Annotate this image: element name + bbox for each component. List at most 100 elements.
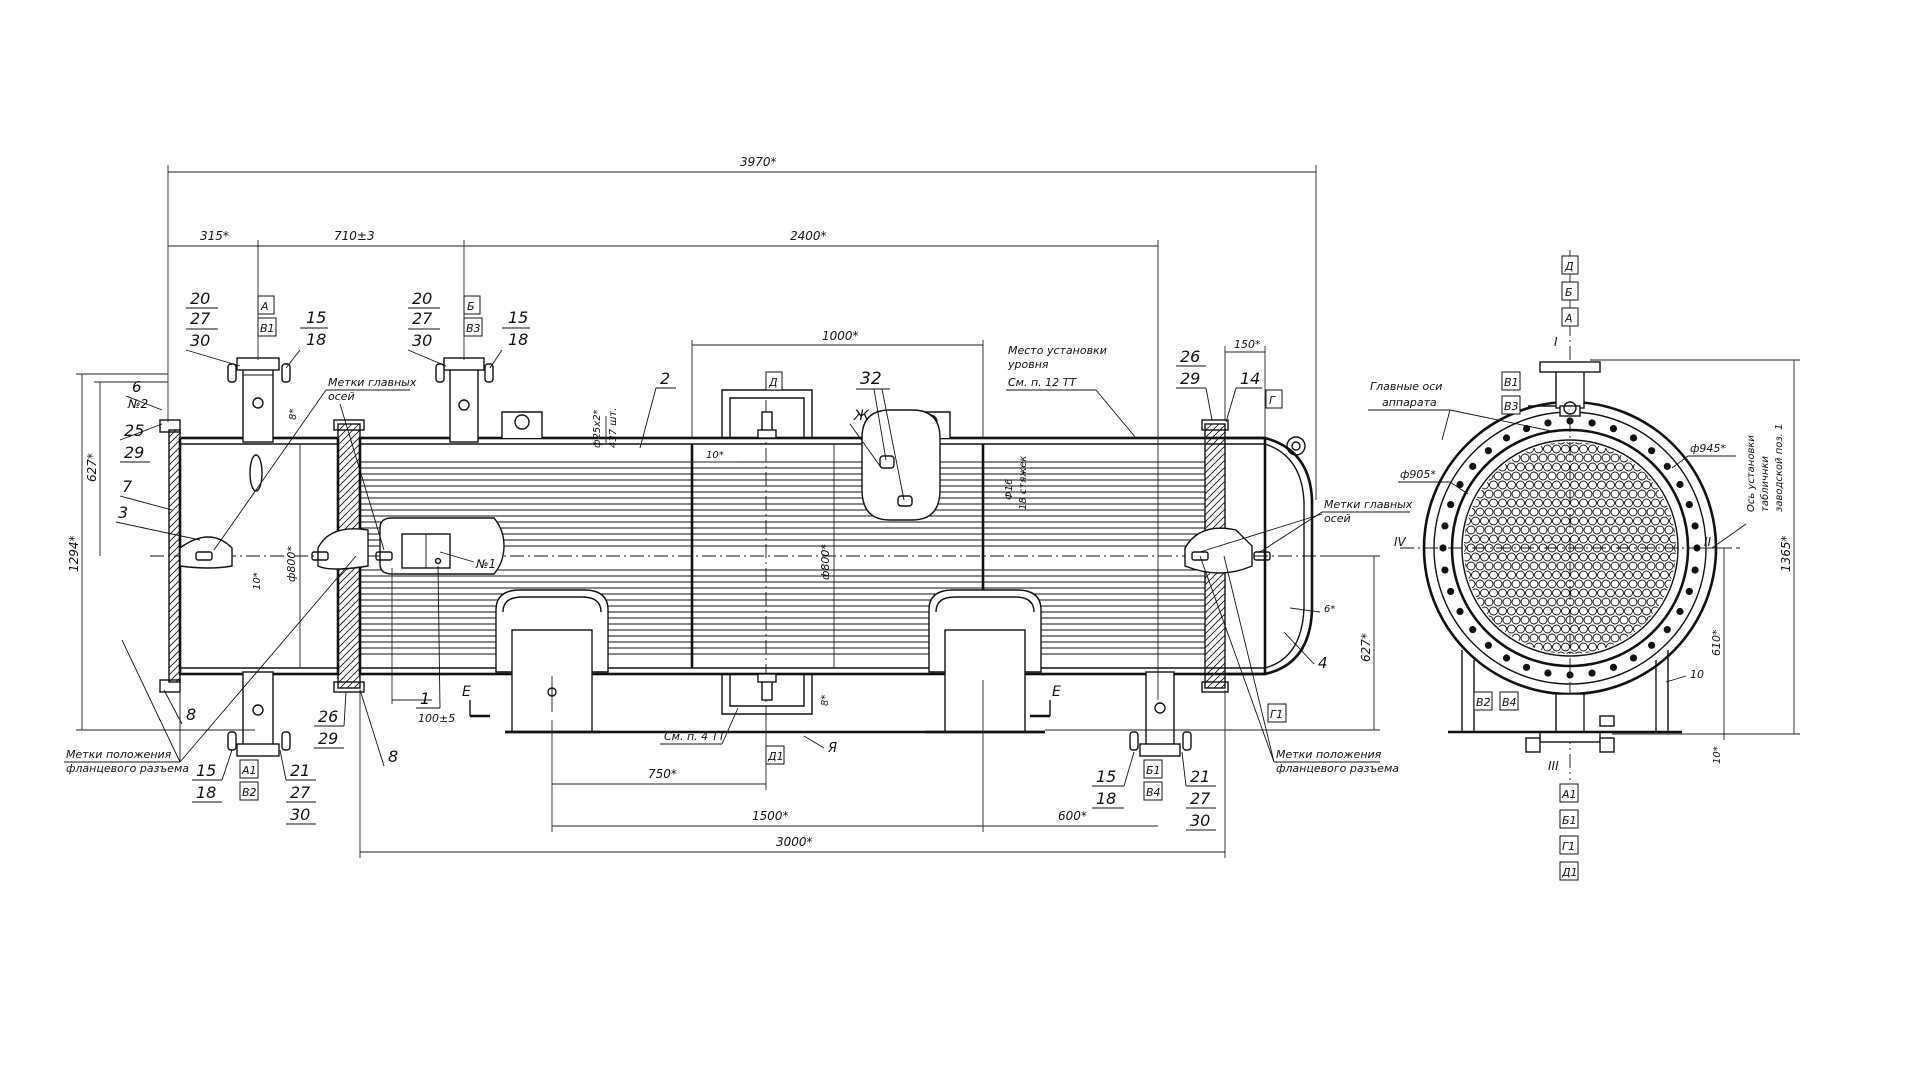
nozzle-A1	[227, 671, 291, 757]
callout-15b: 15	[508, 308, 528, 327]
callout-2: 2	[660, 369, 670, 388]
dim-10-mid: 10*	[706, 450, 724, 461]
axis-II: II	[1704, 535, 1712, 549]
callout-18c: 18	[196, 783, 216, 802]
dim-8-bottom: 8*	[820, 695, 831, 706]
dim-2400: 2400*	[790, 229, 827, 243]
dim-800-left: ф800*	[285, 546, 298, 582]
callout-26b: 26	[1180, 347, 1200, 366]
dim-315: 315*	[200, 229, 229, 243]
box-V2: В2	[242, 786, 257, 799]
note-level-2: уровня	[1007, 358, 1049, 371]
axis-I: I	[1554, 335, 1558, 349]
callout-27d: 27	[1190, 789, 1211, 808]
box-G1: Г1	[1270, 708, 1283, 721]
note-flange-left-2: фланцевого разъема	[66, 762, 189, 775]
callout-27a: 27	[190, 309, 211, 328]
axis-IV: IV	[1394, 535, 1407, 549]
callout-18d: 18	[1096, 789, 1116, 808]
callout-1: 1	[420, 689, 430, 708]
box-V3: В3	[466, 322, 481, 335]
section-e-right: Е	[1052, 684, 1061, 700]
dim-8-top: 8*	[288, 409, 299, 420]
dim-3000: 3000*	[776, 835, 813, 849]
end-box-V1: В1	[1504, 376, 1519, 389]
end-box-V2: В2	[1476, 696, 1491, 709]
note-flange-right-1: Метки положения	[1276, 748, 1382, 761]
callout-20a: 20	[190, 289, 210, 308]
dim-1294: 1294*	[67, 535, 81, 572]
dim-945: ф945*	[1690, 442, 1726, 455]
dim-800-mid: ф800*	[819, 544, 832, 580]
dim-10-end2: 10*	[1712, 746, 1723, 764]
dim-150: 150*	[1234, 338, 1261, 351]
note-see-p4: См. п. 4 ТТ	[664, 730, 726, 743]
callout-29b: 29	[318, 729, 338, 748]
callout-ya: Я	[827, 741, 837, 756]
note-marks-axes-left-2: осей	[328, 390, 355, 403]
left-flange	[159, 419, 181, 433]
end-box-V3: В3	[1504, 400, 1519, 413]
callout-29c: 29	[1180, 369, 1200, 388]
box-D1: Д1	[767, 750, 784, 763]
end-view: 1365* 610* 10* ф905* ф945* 10 I II III I…	[1368, 250, 1800, 881]
nozzle-D1	[721, 673, 813, 715]
note-flange-left-1: Метки положения	[66, 748, 172, 761]
saddle-right	[925, 589, 1045, 734]
callout-21b: 21	[1190, 767, 1210, 786]
callout-3: 3	[118, 503, 128, 522]
callout-30a: 30	[190, 331, 210, 350]
end-box-A: А	[1564, 312, 1573, 325]
nozzle-B	[435, 357, 494, 443]
bolt-holes	[1439, 417, 1701, 679]
callout-6: 6	[132, 378, 142, 396]
dim-710: 710±3	[334, 229, 375, 243]
dim-ties-count: 18 стяжек	[1018, 456, 1029, 510]
dim-6-right: 6*	[1324, 604, 1335, 615]
axis-III: III	[1548, 759, 1559, 773]
callout-no1: №1	[475, 557, 496, 571]
end-box-V4: В4	[1502, 696, 1517, 709]
side-view	[150, 357, 1330, 757]
end-box-D1: Д1	[1561, 866, 1578, 879]
nozzle-B1	[1129, 671, 1192, 757]
dim-1500: 1500*	[752, 809, 789, 823]
end-box-B: Б	[1565, 286, 1573, 299]
note-level-1: Место установки	[1008, 344, 1107, 357]
dim-437: 437 шт.	[608, 408, 619, 448]
callout-15a: 15	[306, 308, 326, 327]
nozzle-A	[236, 357, 280, 443]
note-main-axes-2: аппарата	[1382, 396, 1437, 409]
nozzle-letters-side: А В1 Б В3 Д Г А1 В2 Д1 Б1 В4 Г1	[239, 295, 1287, 801]
box-A1: А1	[241, 764, 257, 777]
callout-no2: №2	[127, 397, 148, 411]
note-marks-axes-right-2: осей	[1324, 512, 1351, 525]
callout-26a: 26	[318, 707, 338, 726]
dim-3970: 3970*	[740, 155, 777, 169]
dim-10-end: 10	[1690, 668, 1704, 681]
nozzle-D	[721, 389, 813, 439]
callouts-side: 20 27 30 15 18 20 27 30 15 18 6 №2 25 29…	[115, 289, 1328, 831]
callout-18b: 18	[508, 330, 528, 349]
note-plate-axis-3: заводской поз. 1	[1774, 424, 1785, 512]
end-box-A1: А1	[1561, 788, 1577, 801]
callout-27b: 27	[412, 309, 433, 328]
box-G: Г	[1269, 394, 1276, 407]
box-A: А	[260, 300, 269, 313]
dim-627-right: 627*	[1359, 633, 1373, 662]
callout-15d: 15	[1096, 767, 1116, 786]
dim-25x2: ф25х2*	[592, 409, 603, 448]
note-level-3: См. п. 12 ТТ	[1008, 376, 1077, 389]
callout-18a: 18	[306, 330, 326, 349]
callout-30b: 30	[412, 331, 432, 350]
right-head	[1225, 436, 1314, 676]
callout-14: 14	[1240, 369, 1260, 388]
callout-30d: 30	[1190, 811, 1210, 830]
box-D: Д	[768, 376, 778, 389]
box-B1: Б1	[1146, 764, 1161, 777]
callout-15c: 15	[196, 761, 216, 780]
callout-zh: Ж	[853, 408, 870, 424]
valve-A	[227, 363, 291, 383]
dim-600: 600*	[1058, 809, 1087, 823]
